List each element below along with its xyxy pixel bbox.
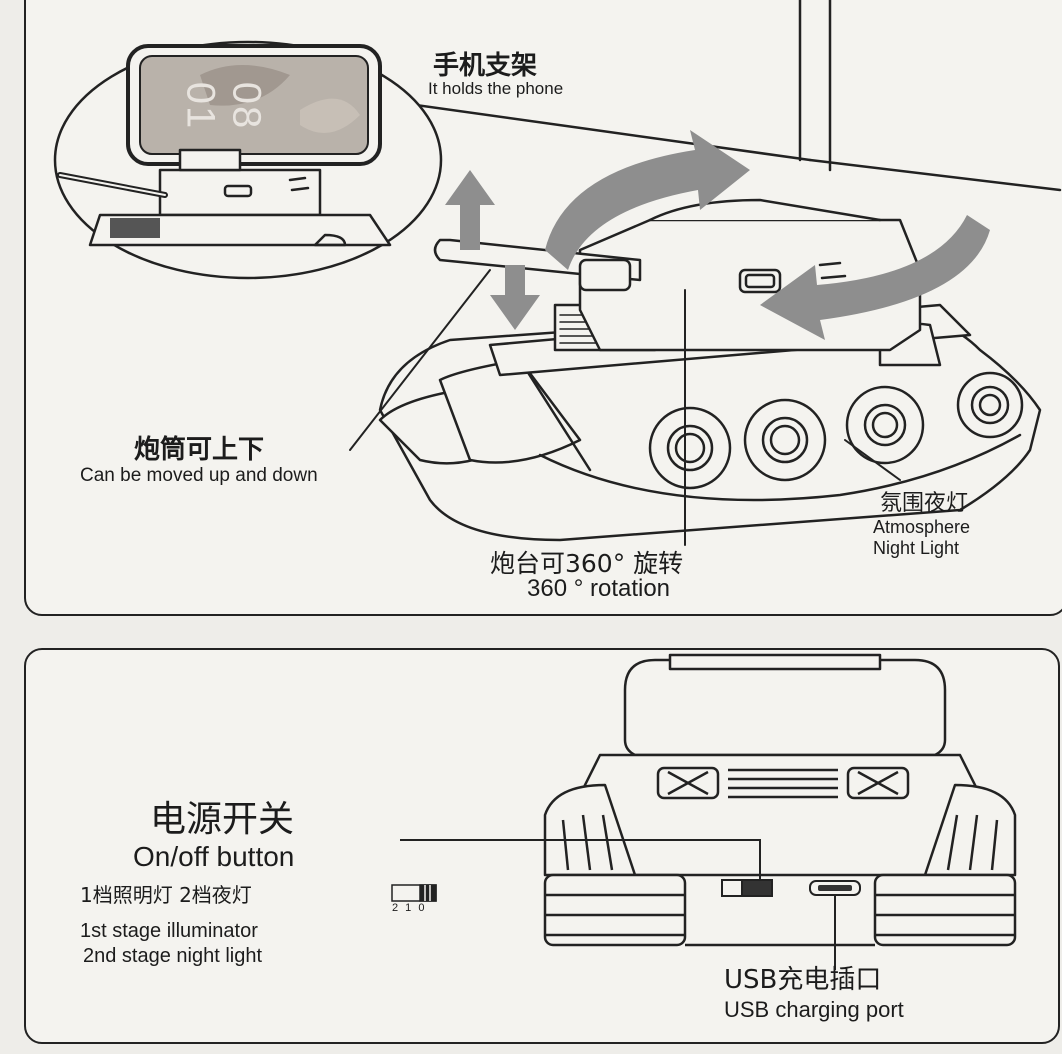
- mode1-label-en: 1st stage illuminator: [80, 920, 258, 942]
- light-leader-line: [844, 439, 901, 481]
- barrel-label-cn: 炮筒可上下: [134, 435, 265, 465]
- switch-position-icon: [391, 884, 437, 902]
- night-light-label-en-2: Night Light: [873, 538, 960, 558]
- down-arrow-icon: [490, 265, 540, 330]
- counterclockwise-arrow-icon: [760, 215, 990, 340]
- phone-time-hour: 01: [178, 81, 223, 131]
- usb-label-en: USB charging port: [724, 997, 904, 1022]
- power-label-en: On/off button: [133, 841, 295, 872]
- barrel-leader-line: [349, 269, 491, 451]
- mode2-label-en: 2nd stage night light: [83, 945, 263, 967]
- rotation-label-en: 360 ° rotation: [527, 575, 671, 602]
- night-light-label-cn: 氛围夜灯: [880, 491, 969, 516]
- power-modes-cn: 1档照明灯 2档夜灯: [80, 883, 252, 907]
- phone-holder-label-en: It holds the phone: [428, 79, 564, 98]
- clockwise-arrow-icon: [545, 130, 750, 270]
- power-label-cn: 电源开关: [150, 799, 295, 840]
- night-light-label-en-1: Atmosphere: [873, 517, 971, 537]
- power-leader-line: [400, 839, 761, 880]
- phone-icon: [126, 44, 382, 166]
- tank-body: [378, 198, 1042, 542]
- usb-port-icon: [809, 880, 861, 896]
- motion-arrows: [445, 130, 990, 340]
- rotation-label-cn: 炮台可360° 旋转: [490, 549, 684, 578]
- barrel-label-en: Can be moved up and down: [80, 465, 318, 486]
- power-switch-icon: [721, 879, 773, 897]
- tank-wheels: [648, 371, 1024, 490]
- tank-barrel: [433, 238, 642, 292]
- usb-label-cn: USB充电插口: [724, 965, 882, 995]
- tank-rear-view: [543, 653, 1017, 947]
- up-arrow-icon: [445, 170, 495, 250]
- wall-lines: [378, 0, 1062, 192]
- phone-holder-label-cn: 手机支架: [433, 51, 538, 81]
- phone-time-minute: 08: [224, 81, 269, 131]
- switch-positions-label: 2 1 0: [392, 902, 427, 914]
- phone-holder-inset: [53, 40, 443, 280]
